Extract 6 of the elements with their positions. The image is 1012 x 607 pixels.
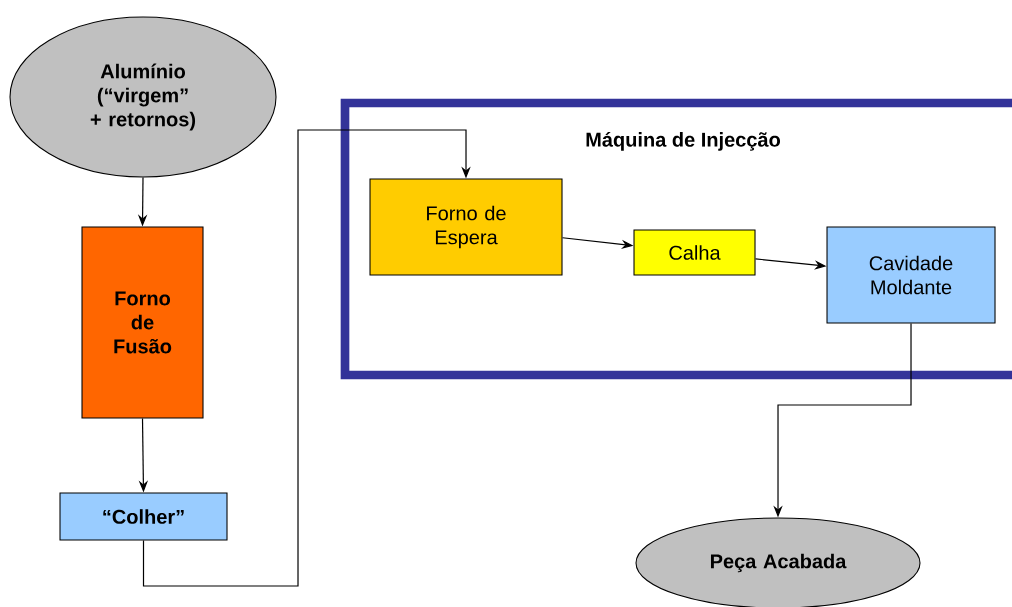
process-box: Cavidade Moldante	[826, 226, 996, 324]
process-box: Forno de Espera	[369, 178, 563, 276]
arrow	[142, 129, 471, 587]
process-box: “Colher”	[59, 492, 228, 541]
process-box: Calha	[633, 229, 756, 276]
process-box: Forno de Fusão	[81, 226, 204, 419]
